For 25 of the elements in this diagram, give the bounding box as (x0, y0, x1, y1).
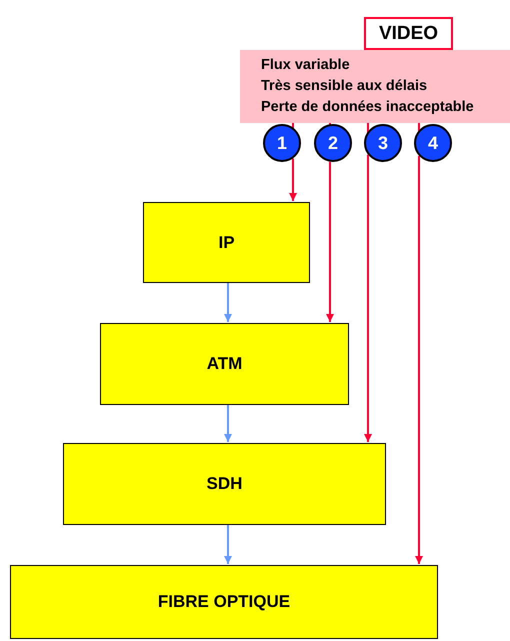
note-line: Très sensible aux délais (261, 77, 428, 96)
number-circle: 2 (314, 124, 352, 162)
layer-box (10, 565, 438, 639)
number-circle: 1 (263, 124, 301, 162)
layer-box (63, 443, 386, 525)
note-box (240, 50, 510, 123)
layer-box (100, 323, 349, 405)
arrow (289, 158, 297, 201)
number-circle: 4 (414, 124, 452, 162)
title-text: VIDEO (378, 22, 438, 44)
note-line: Perte de données inacceptable (261, 98, 474, 117)
arrow (224, 283, 232, 322)
layer-label: SDH (206, 474, 242, 494)
arrow (224, 525, 232, 564)
arrow (364, 154, 372, 442)
number-circle: 3 (364, 124, 402, 162)
layer-label: FIBRE OPTIQUE (158, 592, 290, 612)
arrow (326, 162, 334, 322)
title-box (364, 17, 453, 50)
layer-label: ATM (206, 354, 242, 374)
arrow (415, 156, 423, 564)
arrow (224, 405, 232, 442)
layer-label: IP (218, 232, 235, 252)
note-line: Flux variable (261, 56, 350, 75)
layer-box (143, 202, 310, 283)
